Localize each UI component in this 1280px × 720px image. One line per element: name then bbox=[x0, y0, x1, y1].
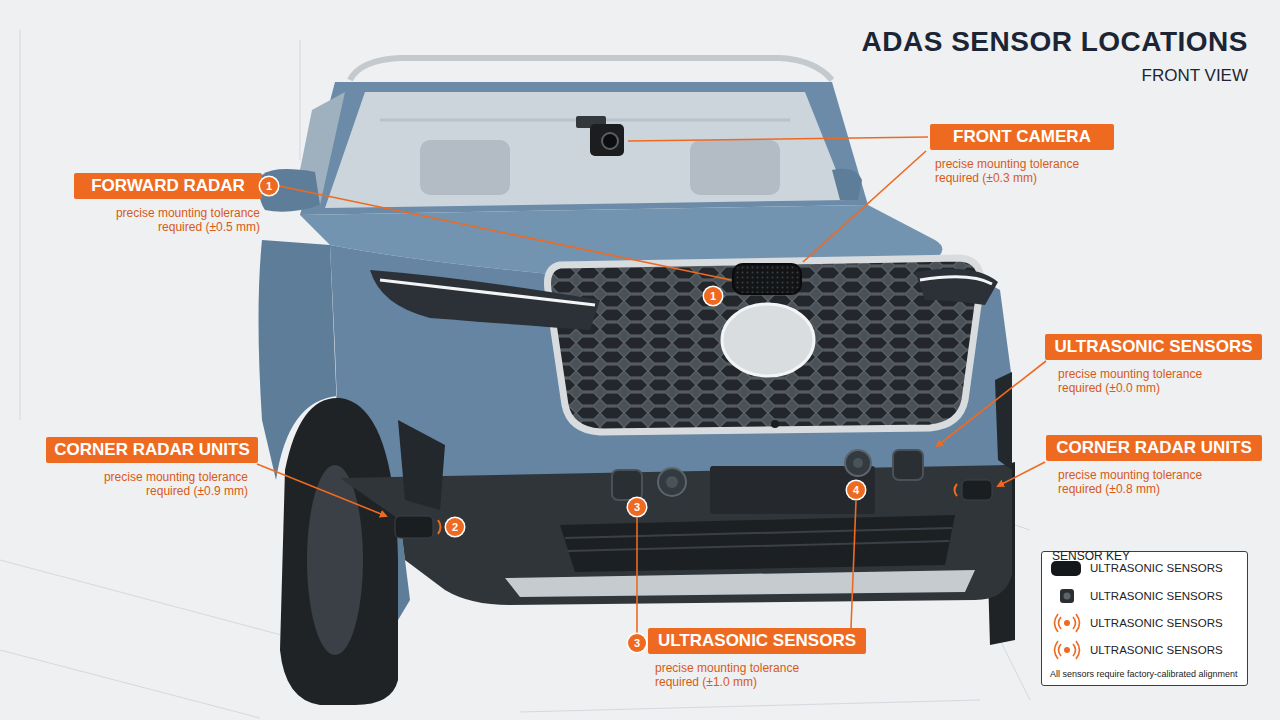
legend-label: ULTRASONIC SENSORS bbox=[1090, 643, 1223, 657]
callout-number: 3 bbox=[628, 498, 646, 516]
legend-sample bbox=[1064, 647, 1070, 653]
tolerance-note: precise mounting tolerance required (±1.… bbox=[648, 661, 823, 689]
floor-grid bbox=[0, 560, 300, 640]
car-body bbox=[690, 140, 780, 195]
car-body bbox=[398, 420, 445, 510]
sensor-hardware bbox=[612, 470, 642, 500]
callout-heading: CORNER RADAR UNITS bbox=[46, 437, 258, 463]
tolerance-note: precise mounting tolerance required (±0.… bbox=[80, 470, 258, 498]
legend-label: ULTRASONIC SENSORS bbox=[1090, 589, 1223, 603]
car-body bbox=[548, 258, 981, 432]
car-body bbox=[380, 280, 595, 305]
car-body bbox=[259, 169, 320, 212]
sensor-hardware bbox=[590, 124, 624, 156]
legend-heading: SENSOR KEY bbox=[1052, 549, 1130, 563]
car-body bbox=[307, 465, 363, 655]
leader-lines bbox=[937, 361, 1046, 446]
callout-number: 4 bbox=[847, 481, 865, 499]
sensor-hardware bbox=[666, 476, 678, 488]
tolerance-note: precise mounting tolerance required (±0.… bbox=[1045, 367, 1226, 395]
legend-sample bbox=[1064, 593, 1071, 600]
legend-sample bbox=[1055, 641, 1080, 659]
floor-grid bbox=[0, 30, 1030, 718]
leader-lines bbox=[636, 518, 638, 633]
car-body bbox=[420, 140, 510, 195]
car-body bbox=[280, 398, 398, 705]
leader-lines bbox=[998, 462, 1045, 486]
sensor-hardware bbox=[962, 480, 992, 500]
sensor-hardware bbox=[602, 133, 618, 149]
sensor-hardware bbox=[955, 484, 958, 496]
callout-heading: ULTRASONIC SENSORS bbox=[1045, 334, 1262, 360]
callout-number: 1 bbox=[704, 287, 722, 305]
car-body bbox=[915, 269, 998, 305]
car-body bbox=[548, 258, 981, 432]
callout-heading: ULTRASONIC SENSORS bbox=[648, 628, 866, 654]
floor-grid bbox=[520, 700, 980, 712]
leader-lines bbox=[257, 137, 1046, 633]
tolerance-note: precise mounting tolerance required (±0.… bbox=[1046, 468, 1226, 496]
sensor-hardware bbox=[658, 468, 686, 496]
legend-label: ULTRASONIC SENSORS bbox=[1090, 616, 1223, 630]
sensor-hardware bbox=[771, 420, 779, 428]
sensor-hardware bbox=[395, 116, 992, 538]
legend-note: All sensors require factory-calibrated a… bbox=[1050, 669, 1238, 679]
callout-number: 2 bbox=[446, 518, 464, 536]
car-body bbox=[505, 570, 975, 597]
sensor-hardware bbox=[893, 450, 923, 480]
callout-box: ULTRASONIC SENSORS precise mounting toler… bbox=[1045, 334, 1262, 395]
callout-heading: FRONT CAMERA bbox=[930, 124, 1114, 150]
car-body bbox=[995, 372, 1012, 470]
car-body bbox=[560, 515, 955, 572]
callout-number: 3 bbox=[628, 634, 646, 652]
leader-lines bbox=[279, 186, 731, 280]
legend-sample bbox=[1064, 620, 1070, 626]
tolerance-note: precise mounting tolerance required (±0.… bbox=[92, 206, 262, 234]
car-body bbox=[370, 270, 600, 330]
callout-box: CORNER RADAR UNITS precise mounting toler… bbox=[46, 437, 258, 498]
legend-sample bbox=[1051, 561, 1081, 576]
callout-box: ULTRASONIC SENSORS precise mounting toler… bbox=[648, 628, 866, 689]
floor-grid bbox=[20, 30, 21, 420]
car-body bbox=[832, 169, 862, 200]
sensor-hardware bbox=[733, 264, 801, 294]
car-body bbox=[920, 277, 992, 284]
leader-lines bbox=[257, 464, 386, 516]
callout-number: 1 bbox=[260, 177, 278, 195]
legend-sample bbox=[1055, 614, 1080, 632]
sensor-hardware bbox=[395, 516, 433, 538]
sensor-hardware bbox=[438, 520, 441, 534]
leader-lines bbox=[803, 151, 926, 262]
legend-label: ULTRASONIC SENSORS bbox=[1090, 561, 1223, 575]
car-body bbox=[325, 92, 848, 208]
tolerance-note: precise mounting tolerance required (±0.… bbox=[930, 157, 1103, 185]
leader-lines bbox=[851, 501, 856, 628]
car-body bbox=[259, 58, 1016, 705]
car-body bbox=[565, 528, 952, 551]
callout-box: CORNER RADAR UNITS precise mounting toler… bbox=[1046, 435, 1262, 496]
leader-lines bbox=[628, 137, 928, 141]
callout-heading: CORNER RADAR UNITS bbox=[1046, 435, 1262, 461]
sensor-hardware bbox=[853, 458, 863, 468]
callout-heading: FORWARD RADAR bbox=[74, 173, 262, 199]
floor-grid bbox=[300, 40, 301, 160]
callout-box: FORWARD RADAR precise mounting tolerance … bbox=[74, 173, 262, 234]
callout-box: FRONT CAMERA precise mounting tolerance r… bbox=[930, 124, 1114, 185]
sensor-hardware bbox=[845, 450, 871, 476]
car-body bbox=[722, 304, 814, 376]
floor-grid bbox=[0, 650, 260, 718]
car-body bbox=[350, 58, 832, 80]
legend-sample bbox=[1060, 589, 1074, 603]
legend-sample bbox=[1051, 561, 1081, 659]
diagram-title: ADAS SENSOR LOCATIONS bbox=[862, 26, 1248, 58]
view-subtitle: FRONT VIEW bbox=[1142, 66, 1248, 86]
car-body bbox=[300, 82, 868, 215]
